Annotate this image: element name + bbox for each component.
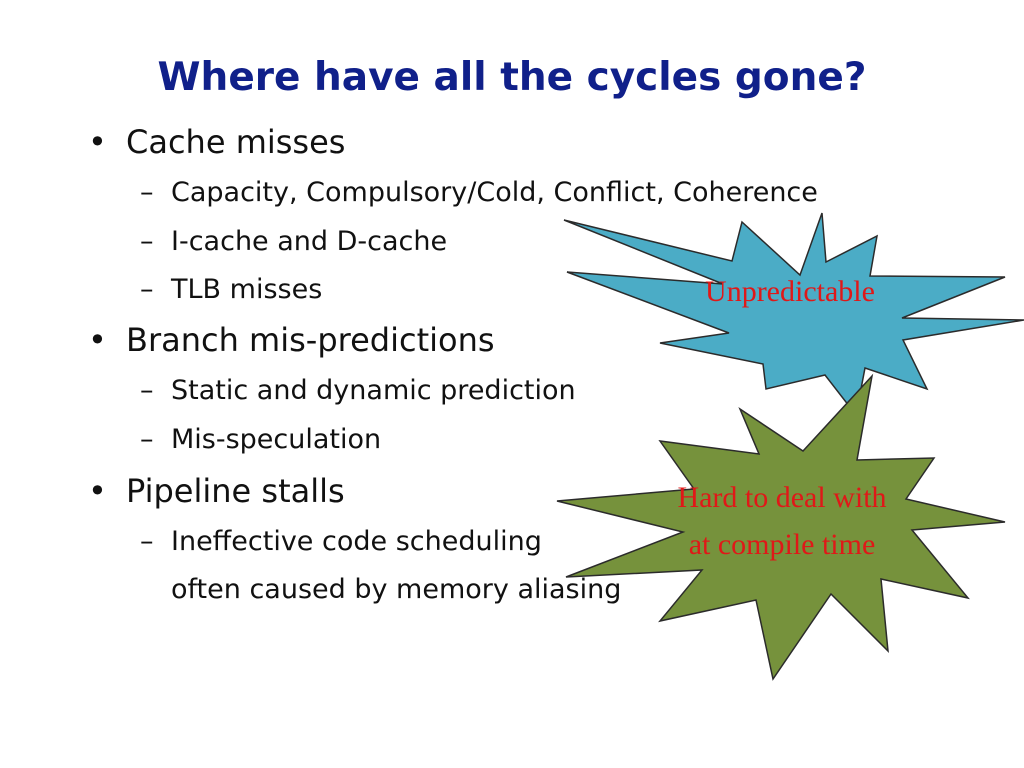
sub-item-text: Mis-speculation (171, 424, 382, 455)
unpredictable-label: Unpredictable (705, 275, 875, 308)
bullet-text: Cache misses (126, 123, 346, 161)
hard-label-line1: Hard to deal with (677, 481, 887, 514)
slide-title: Where have all the cycles gone? (157, 55, 867, 100)
unpredictable-starburst (563, 212, 1024, 417)
bullet-marker: • (88, 472, 107, 510)
bullet-text: Pipeline stalls (126, 472, 345, 510)
sub-item-text: TLB misses (171, 274, 323, 305)
sub-item-text: I-cache and D-cache (171, 226, 448, 257)
bullet-marker: • (88, 123, 107, 161)
sub-item-text: Ineffective code scheduling (171, 526, 542, 557)
bullet-text: Branch mis-predictions (126, 321, 495, 359)
hard-label-line2: at compile time (688, 528, 876, 561)
dash-marker: – (140, 177, 154, 208)
dash-marker: – (140, 424, 154, 455)
hard-to-deal-starburst (556, 373, 1006, 681)
sub-item-text: Static and dynamic prediction (171, 375, 576, 406)
dash-marker: – (140, 526, 154, 557)
sub-item-continuation-text: often caused by memory aliasing (171, 574, 622, 605)
dash-marker: – (140, 274, 154, 305)
dash-marker: – (140, 226, 154, 257)
sub-item-text: Capacity, Compulsory/Cold, Conflict, Coh… (171, 177, 818, 208)
bullet-marker: • (88, 321, 107, 359)
dash-marker: – (140, 375, 154, 406)
